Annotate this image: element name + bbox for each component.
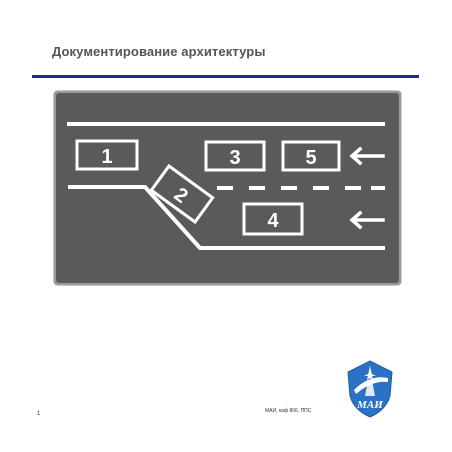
arrow-left-icon xyxy=(349,210,385,230)
arrow-left-icon xyxy=(349,146,385,166)
top-solid-line xyxy=(67,122,385,126)
page-number: 1 xyxy=(37,411,41,417)
merge-solid-line xyxy=(68,185,385,250)
box-1-label: 1 xyxy=(101,146,112,168)
dashed-lane-line xyxy=(217,186,385,190)
logo-text: МАИ xyxy=(356,399,383,411)
box-5: 5 xyxy=(281,140,341,172)
footer-text: МАИ, каф 806, ППС xyxy=(265,408,312,414)
box-3: 3 xyxy=(204,140,266,172)
lane-diagram-sign: 1 2 3 5 4 xyxy=(53,90,402,286)
box-4-label: 4 xyxy=(267,210,279,232)
box-3-label: 3 xyxy=(229,147,240,169)
mai-logo: МАИ xyxy=(347,360,393,418)
box-4: 4 xyxy=(242,202,304,236)
box-1: 1 xyxy=(75,139,139,171)
box-5-label: 5 xyxy=(305,147,316,169)
slide-title: Документирование архитектуры xyxy=(52,44,266,59)
title-divider xyxy=(32,75,419,78)
